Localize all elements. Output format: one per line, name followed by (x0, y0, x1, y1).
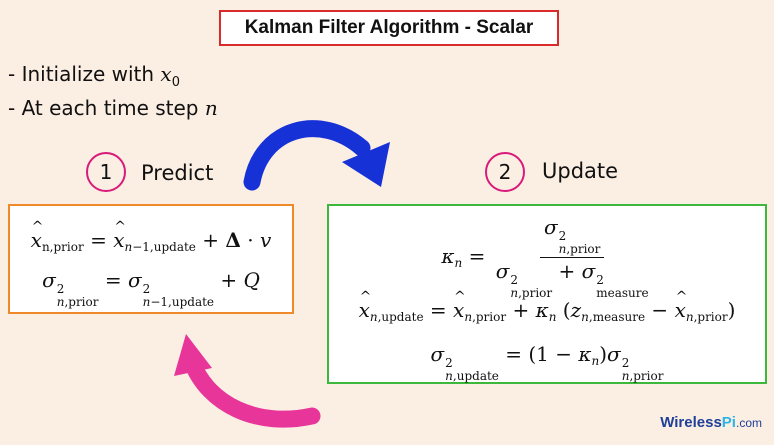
predict-state-equation: xn,prior = xn−1,update + Δ · v (10, 219, 292, 254)
update-step-circle: 2 (485, 152, 525, 192)
bullet-time-step-var: n (204, 96, 218, 120)
predict-label: Predict (141, 161, 214, 185)
bullet-time-step: - At each time step n (8, 96, 218, 120)
watermark-part-wireless: Wireless (660, 414, 722, 431)
predict-to-update-arrowhead (342, 142, 390, 187)
update-state-equation: xn,update = xn,prior + κn (zn,measure − … (329, 289, 765, 324)
site-watermark: WirelessPi.com (660, 414, 762, 431)
bullet-initialize: - Initialize with x0 (8, 62, 180, 90)
bullet-time-step-text: - At each time step (8, 96, 205, 120)
update-to-predict-arrow (183, 353, 321, 428)
update-label: Update (542, 159, 619, 183)
watermark-part-pi: Pi (721, 414, 736, 431)
bullet-initialize-text: - Initialize with (8, 62, 161, 86)
update-to-predict-arrowhead (174, 334, 212, 376)
bullet-initialize-var: x (160, 62, 172, 86)
predict-step-circle: 1 (86, 152, 126, 192)
title-box: Kalman Filter Algorithm - Scalar (219, 10, 559, 46)
page-title: Kalman Filter Algorithm - Scalar (244, 17, 534, 38)
bullet-initialize-sub: 0 (171, 75, 180, 90)
predict-step-number: 1 (99, 160, 113, 184)
predict-equations-box: xn,prior = xn−1,update + Δ · v σ2n,prior… (8, 204, 294, 314)
update-step-number: 2 (498, 160, 512, 184)
predict-to-update-arrow (243, 120, 371, 191)
watermark-part-com: .com (735, 416, 762, 430)
